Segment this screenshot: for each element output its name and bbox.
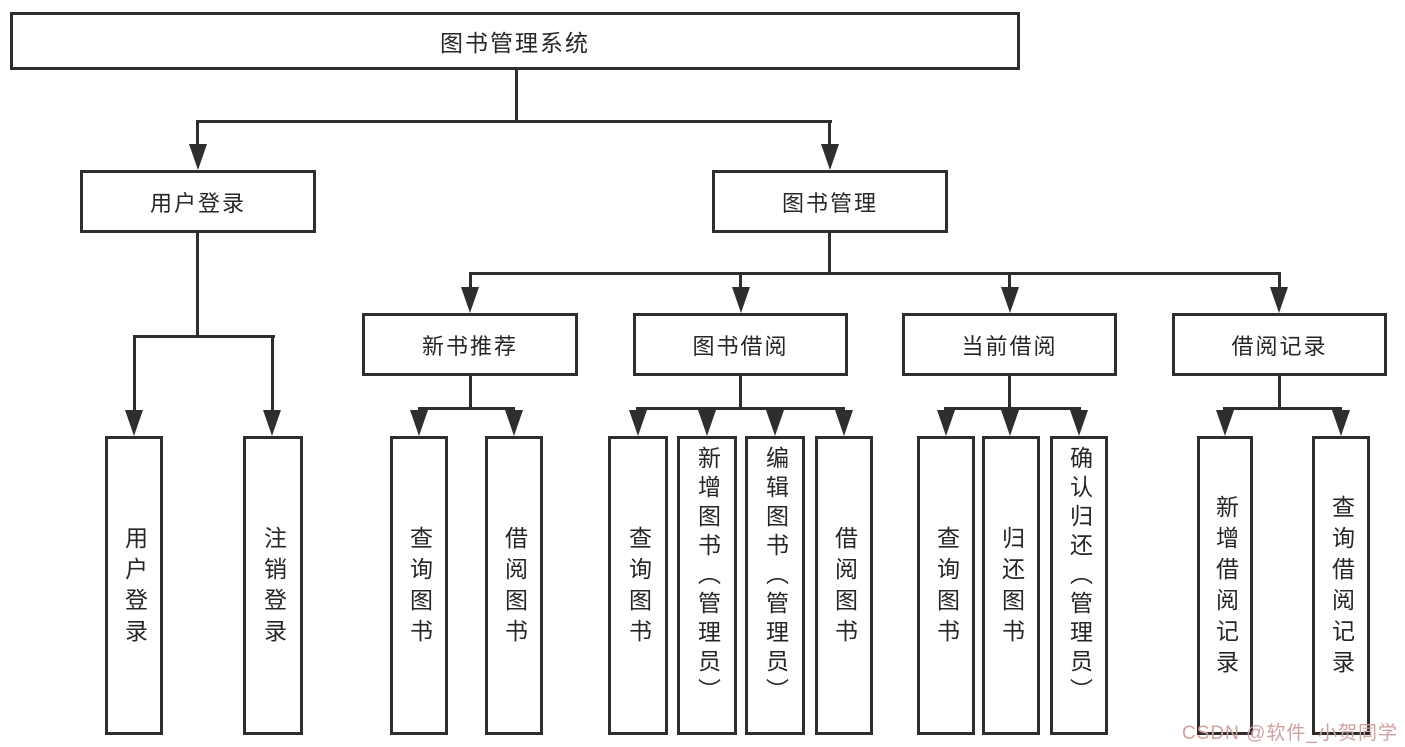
leaf-current-confirm-return-admin-label: 确认归还（管理员） <box>1066 446 1093 707</box>
connector-line <box>196 120 199 146</box>
leaf-records-query-record: 查询借阅记录 <box>1312 436 1370 735</box>
leaf-user-login: 用户登录 <box>105 436 163 735</box>
arrowhead-down-icon <box>1270 287 1288 313</box>
connector-line <box>469 272 472 289</box>
leaf-current-return-book: 归还图书 <box>982 436 1040 735</box>
connector-line <box>828 120 831 146</box>
arrowhead-down-icon <box>698 410 716 436</box>
connector-line <box>739 376 742 409</box>
node-book-management-label: 图书管理 <box>781 190 878 216</box>
connector-line <box>515 70 518 120</box>
leaf-current-query-book-label: 查询图书 <box>933 525 960 650</box>
arrowhead-down-icon <box>461 287 479 313</box>
leaf-borrowing-edit-book-admin: 编辑图书（管理员） <box>745 436 805 735</box>
arrowhead-down-icon <box>263 410 281 436</box>
node-book-borrowing: 图书借阅 <box>633 313 848 376</box>
node-root-label: 图书管理系统 <box>440 30 590 56</box>
arrowhead-down-icon <box>189 144 207 170</box>
node-user-login-label: 用户登录 <box>149 190 246 216</box>
arrowhead-down-icon <box>732 287 750 313</box>
connector-line <box>1278 376 1281 409</box>
node-root: 图书管理系统 <box>10 12 1020 70</box>
leaf-records-add-record: 新增借阅记录 <box>1197 436 1253 735</box>
arrowhead-down-icon <box>821 144 839 170</box>
connector-line <box>828 233 831 274</box>
leaf-current-query-book: 查询图书 <box>917 436 975 735</box>
arrowhead-down-icon <box>1001 410 1019 436</box>
leaf-borrowing-add-book-admin: 新增图书（管理员） <box>677 436 737 735</box>
arrowhead-down-icon <box>1001 287 1019 313</box>
node-user-login: 用户登录 <box>80 170 316 233</box>
connector-line <box>469 376 472 409</box>
node-borrowing-records-label: 借阅记录 <box>1231 333 1328 359</box>
leaf-newbook-query-book-label: 查询图书 <box>406 525 433 650</box>
leaf-borrowing-borrow-book-label: 借阅图书 <box>831 525 858 650</box>
node-borrowing-records: 借阅记录 <box>1172 313 1387 376</box>
leaf-records-query-record-label: 查询借阅记录 <box>1328 494 1355 681</box>
connector-line <box>1008 272 1011 289</box>
leaf-borrowing-query-book: 查询图书 <box>608 436 668 735</box>
csdn-watermark: CSDN @软件_小贺同学 <box>1182 723 1398 744</box>
connector-line <box>944 407 1081 410</box>
leaf-current-return-book-label: 归还图书 <box>998 525 1025 650</box>
arrowhead-down-icon <box>835 410 853 436</box>
leaf-newbook-query-book: 查询图书 <box>390 436 448 735</box>
leaf-records-add-record-label: 新增借阅记录 <box>1212 494 1239 681</box>
connector-line <box>636 407 845 410</box>
connector-line <box>1008 376 1011 409</box>
connector-line <box>469 272 1281 275</box>
arrowhead-down-icon <box>505 410 523 436</box>
leaf-user-login-label: 用户登录 <box>121 525 148 650</box>
arrowhead-down-icon <box>1070 410 1088 436</box>
connector-line <box>133 335 275 338</box>
leaf-borrowing-add-book-admin-label: 新增图书（管理员） <box>694 446 721 707</box>
node-book-borrowing-label: 图书借阅 <box>692 333 789 359</box>
connector-line <box>1278 272 1281 289</box>
connector-line <box>133 335 136 411</box>
node-current-borrowing-label: 当前借阅 <box>961 333 1058 359</box>
arrowhead-down-icon <box>410 410 428 436</box>
node-new-book-recommend-label: 新书推荐 <box>421 333 518 359</box>
arrowhead-down-icon <box>629 410 647 436</box>
arrowhead-down-icon <box>125 410 143 436</box>
arrowhead-down-icon <box>766 410 784 436</box>
node-current-borrowing: 当前借阅 <box>902 313 1117 376</box>
leaf-newbook-borrow-book: 借阅图书 <box>485 436 543 735</box>
connector-line <box>271 335 274 411</box>
connector-line <box>1223 407 1342 410</box>
connector-line <box>739 272 742 289</box>
leaf-newbook-borrow-book-label: 借阅图书 <box>501 525 528 650</box>
connector-line <box>196 233 199 337</box>
connector-line <box>418 407 515 410</box>
leaf-logout: 注销登录 <box>243 436 303 735</box>
leaf-logout-label: 注销登录 <box>260 525 287 650</box>
connector-line <box>196 120 832 123</box>
leaf-borrowing-edit-book-admin-label: 编辑图书（管理员） <box>762 446 789 707</box>
leaf-borrowing-borrow-book: 借阅图书 <box>815 436 873 735</box>
arrowhead-down-icon <box>1216 410 1234 436</box>
leaf-current-confirm-return-admin: 确认归还（管理员） <box>1050 436 1108 735</box>
leaf-borrowing-query-book-label: 查询图书 <box>625 525 652 650</box>
arrowhead-down-icon <box>937 410 955 436</box>
arrowhead-down-icon <box>1332 410 1350 436</box>
node-book-management: 图书管理 <box>712 170 948 233</box>
node-new-book-recommend: 新书推荐 <box>362 313 578 376</box>
